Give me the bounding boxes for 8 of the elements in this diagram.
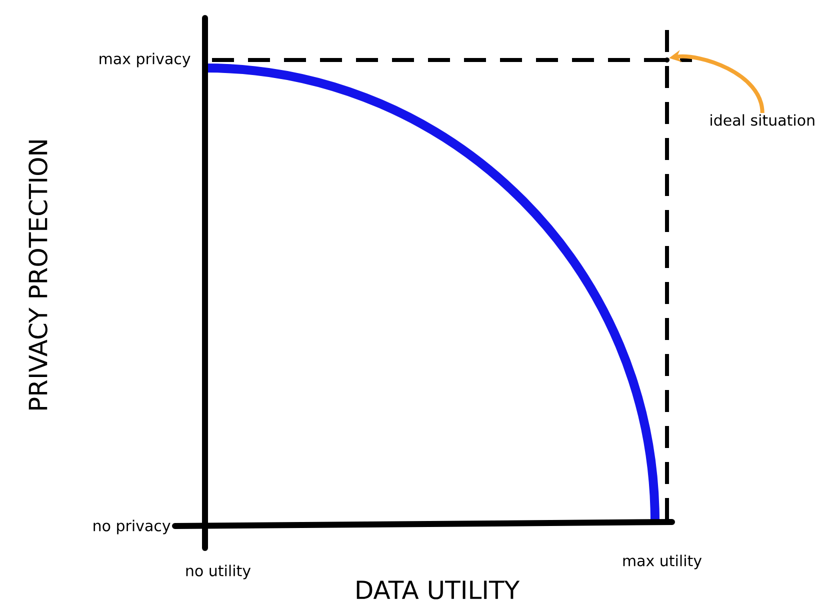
axis-tick-label: no utility [186, 564, 251, 580]
axis-title: DATA UTILITY [356, 580, 520, 600]
axis-tick-label: max privacy [100, 52, 190, 68]
axis-tick-label: no privacy [94, 520, 170, 534]
crossing-point [664, 58, 670, 62]
axis-tick-label: max utility [623, 554, 702, 570]
axis-title: PRIVACY PROTECTION [28, 140, 48, 410]
annotation-text: ideal situation [710, 114, 814, 126]
